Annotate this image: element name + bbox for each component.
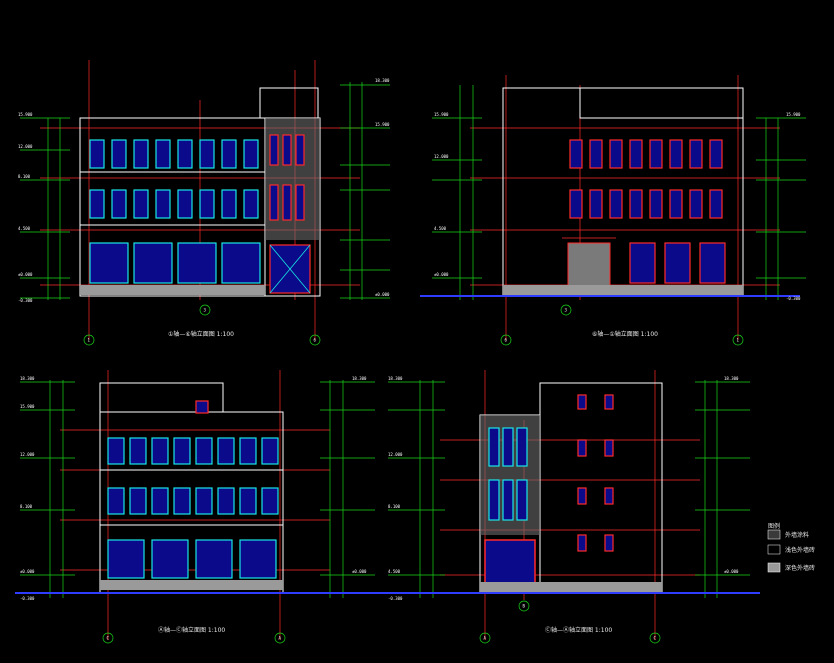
view2-axis-bubbles: 6 3 1 — [500, 304, 744, 346]
level-label: 15.900 — [786, 112, 801, 117]
view1-level-labels: 15.900 12.000 8.100 4.500 ±0.000 -0.300 … — [18, 78, 390, 303]
view4-axis-bubbles: A B C — [479, 600, 661, 644]
view4-dimension-lines — [388, 380, 750, 598]
level-label: 4.500 — [18, 226, 31, 231]
legend-item-label: 深色外墙砖 — [785, 564, 815, 572]
view2-level-labels: 15.900 12.000 4.500 ±0.000 15.900 -0.300 — [434, 112, 801, 301]
legend-swatch — [767, 529, 781, 540]
level-label: ±0.000 — [352, 569, 367, 574]
legend-item-label: 外墙涂料 — [785, 531, 809, 539]
level-label: 4.500 — [388, 569, 401, 574]
view2-plinth — [503, 285, 743, 295]
axis-bubble-label: 3 — [565, 308, 568, 313]
axis-bubble-label: A — [484, 636, 487, 641]
level-label: 15.900 — [20, 404, 35, 409]
view4-level-labels: 18.300 12.000 8.100 4.500 -0.300 18.300 … — [388, 376, 739, 601]
view4-plinth — [480, 582, 662, 592]
legend-swatch — [767, 544, 781, 555]
view1-windows — [89, 134, 311, 294]
elevation-view-2: 15.900 12.000 4.500 ±0.000 15.900 -0.300… — [420, 75, 806, 346]
axis-bubble-label: 3 — [204, 308, 207, 313]
level-label: 15.900 — [18, 112, 33, 117]
level-label: 12.000 — [18, 144, 33, 149]
axis-bubble-label: 6 — [314, 338, 317, 343]
level-label: -0.300 — [786, 296, 801, 301]
view1-plinth — [80, 285, 265, 295]
level-label: 18.300 — [388, 376, 403, 381]
level-label: 8.100 — [20, 504, 33, 509]
level-label: ±0.000 — [375, 292, 390, 297]
level-label: 18.300 — [20, 376, 35, 381]
level-label: 15.900 — [375, 122, 390, 127]
view2-grid-lines — [470, 75, 780, 340]
view3-axis-bubbles: C A — [102, 632, 286, 644]
level-label: ±0.000 — [724, 569, 739, 574]
axis-bubble-label: 1 — [88, 338, 91, 343]
level-label: 12.000 — [434, 154, 449, 159]
level-label: 8.100 — [388, 504, 401, 509]
level-label: 18.300 — [352, 376, 367, 381]
level-label: 12.000 — [388, 452, 403, 457]
level-label: 18.300 — [375, 78, 390, 83]
level-label: 4.500 — [434, 226, 447, 231]
axis-bubble-label: A — [279, 636, 282, 641]
legend: 图例 外墙涂料 浅色外墙砖 深色外墙砖 — [767, 522, 815, 573]
level-label: ±0.000 — [18, 272, 33, 277]
elevation-view-4: 18.300 12.000 8.100 4.500 -0.300 18.300 … — [385, 370, 760, 644]
view2-windows — [562, 139, 726, 292]
axis-bubble-label: 1 — [737, 338, 740, 343]
level-label: 15.900 — [434, 112, 449, 117]
level-label: -0.300 — [20, 596, 35, 601]
view3-title: Ⓐ轴—Ⓒ轴立面图 1:100 — [158, 626, 225, 634]
view4-title: Ⓒ轴—Ⓐ轴立面图 1:100 — [545, 626, 612, 634]
view3-plinth — [100, 580, 283, 590]
view3-windows — [107, 437, 279, 579]
view4-windows — [484, 394, 614, 589]
view3-building — [99, 382, 284, 592]
level-label: ±0.000 — [20, 569, 35, 574]
level-label: -0.300 — [388, 596, 403, 601]
view3-dimension-lines — [20, 380, 375, 598]
level-label: -0.300 — [18, 298, 33, 303]
view2-dimension-lines — [432, 85, 806, 300]
view1-axis-bubbles: 1 3 6 — [83, 304, 321, 346]
level-label: 12.000 — [20, 452, 35, 457]
view2-title: ⑥轴—①轴立面图 1:100 — [592, 330, 658, 338]
axis-bubble-label: C — [654, 636, 657, 641]
view1-dimension-lines — [20, 82, 390, 300]
axis-bubble-label: C — [107, 636, 110, 641]
level-label: ±0.000 — [434, 272, 449, 277]
elevation-view-1: 15.900 12.000 8.100 4.500 ±0.000 -0.300 … — [18, 60, 390, 346]
view3-level-labels: 18.300 15.900 12.000 8.100 ±0.000 -0.300… — [20, 376, 367, 601]
axis-bubble-label: B — [523, 604, 526, 609]
axis-bubble-label: 6 — [505, 338, 508, 343]
view1-grid-lines — [40, 60, 360, 340]
view4-grid-lines — [440, 370, 700, 640]
legend-title: 图例 — [768, 522, 780, 530]
elevation-view-3: 18.300 15.900 12.000 8.100 ±0.000 -0.300… — [15, 370, 390, 644]
legend-item-label: 浅色外墙砖 — [785, 546, 815, 554]
legend-swatch — [767, 562, 781, 573]
level-label: 18.300 — [724, 376, 739, 381]
view1-title: ①轴—⑥轴立面图 1:100 — [168, 330, 234, 338]
level-label: 8.100 — [18, 174, 31, 179]
